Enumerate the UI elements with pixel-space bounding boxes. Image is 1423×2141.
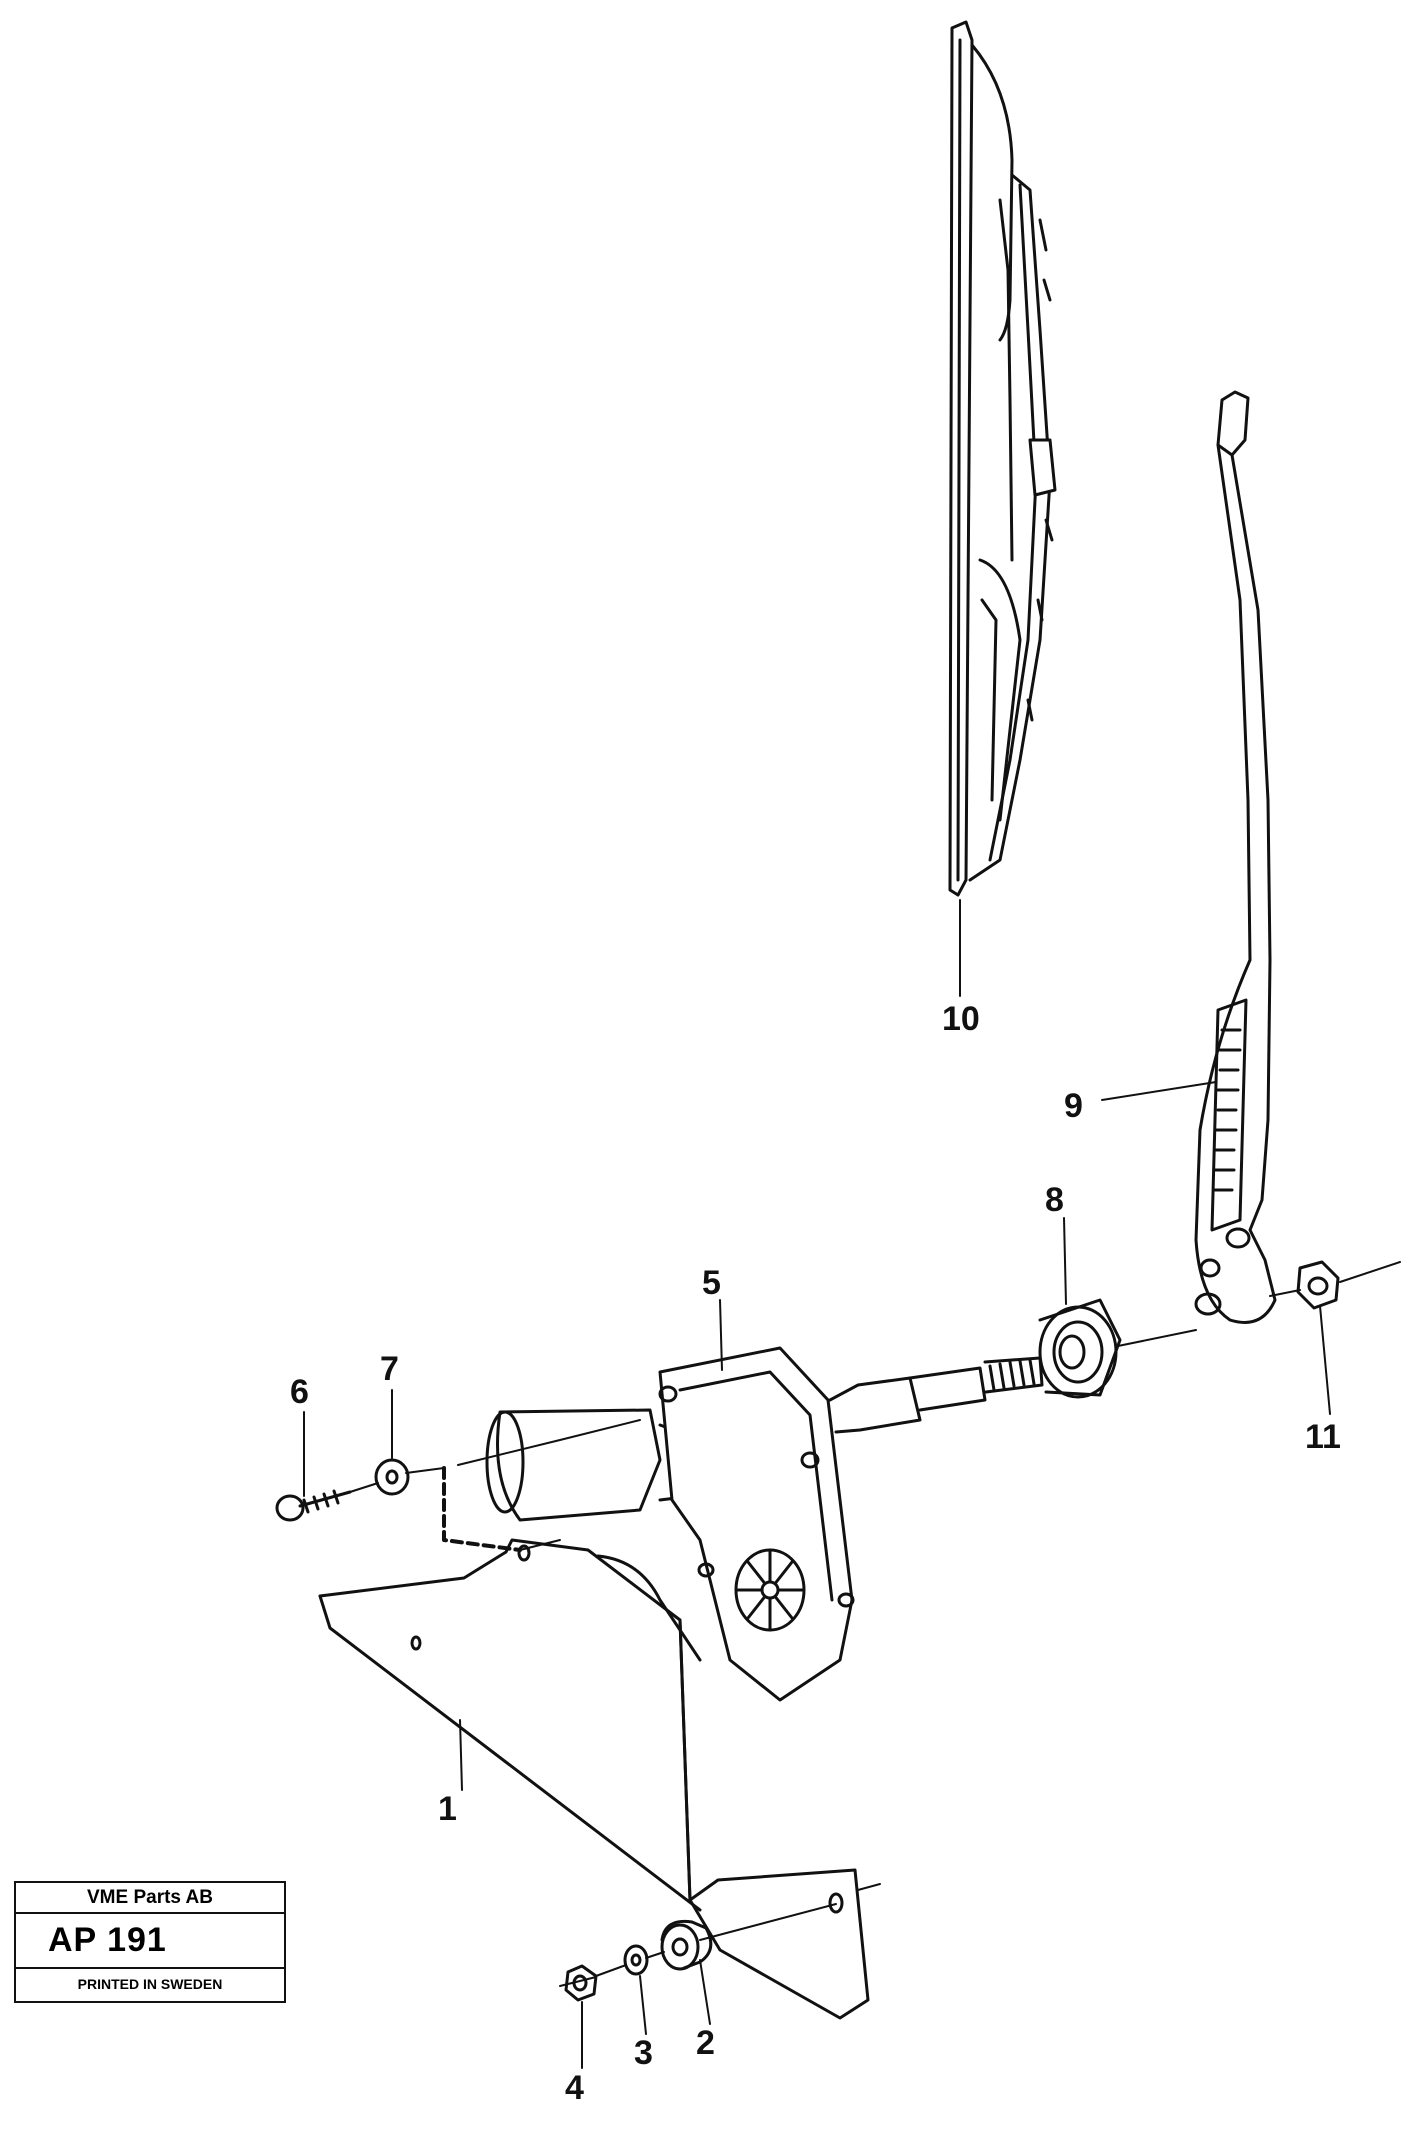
seal-bushing: [1038, 1298, 1122, 1399]
callout-1: 1: [438, 1790, 457, 1828]
spacer: [660, 1919, 713, 1971]
small-washer: [623, 1944, 649, 1976]
callout-3: 3: [634, 2034, 653, 2072]
mounting-bracket: [318, 1538, 870, 2020]
stamp-printed: PRINTED IN SWEDEN: [77, 1976, 223, 1992]
wiper-blade: [948, 20, 1057, 897]
screw: [275, 1489, 352, 1522]
title-stamp: VME Parts AB AP 191 PRINTED IN SWEDEN: [14, 1881, 286, 2003]
callout-7: 7: [380, 1350, 399, 1388]
callout-5: 5: [702, 1264, 721, 1302]
callout-9: 9: [1064, 1087, 1083, 1125]
leader-lines: [303, 899, 1331, 2069]
assembly-lines: [349, 1261, 1401, 1987]
nut: [1296, 1260, 1340, 1310]
washer: [374, 1458, 410, 1496]
stamp-company: VME Parts AB: [16, 1883, 284, 1914]
callout-2: 2: [696, 2024, 715, 2062]
callout-6: 6: [290, 1373, 309, 1411]
callout-4: 4: [565, 2069, 584, 2107]
stamp-code: AP 191: [16, 1914, 284, 1969]
callout-8: 8: [1045, 1181, 1064, 1219]
wiper-arm: [1194, 390, 1277, 1324]
small-nut: [564, 1964, 598, 2002]
callout-11: 11: [1305, 1418, 1341, 1456]
callout-10: 10: [942, 1000, 980, 1038]
wiper-motor: [485, 1346, 1044, 1702]
